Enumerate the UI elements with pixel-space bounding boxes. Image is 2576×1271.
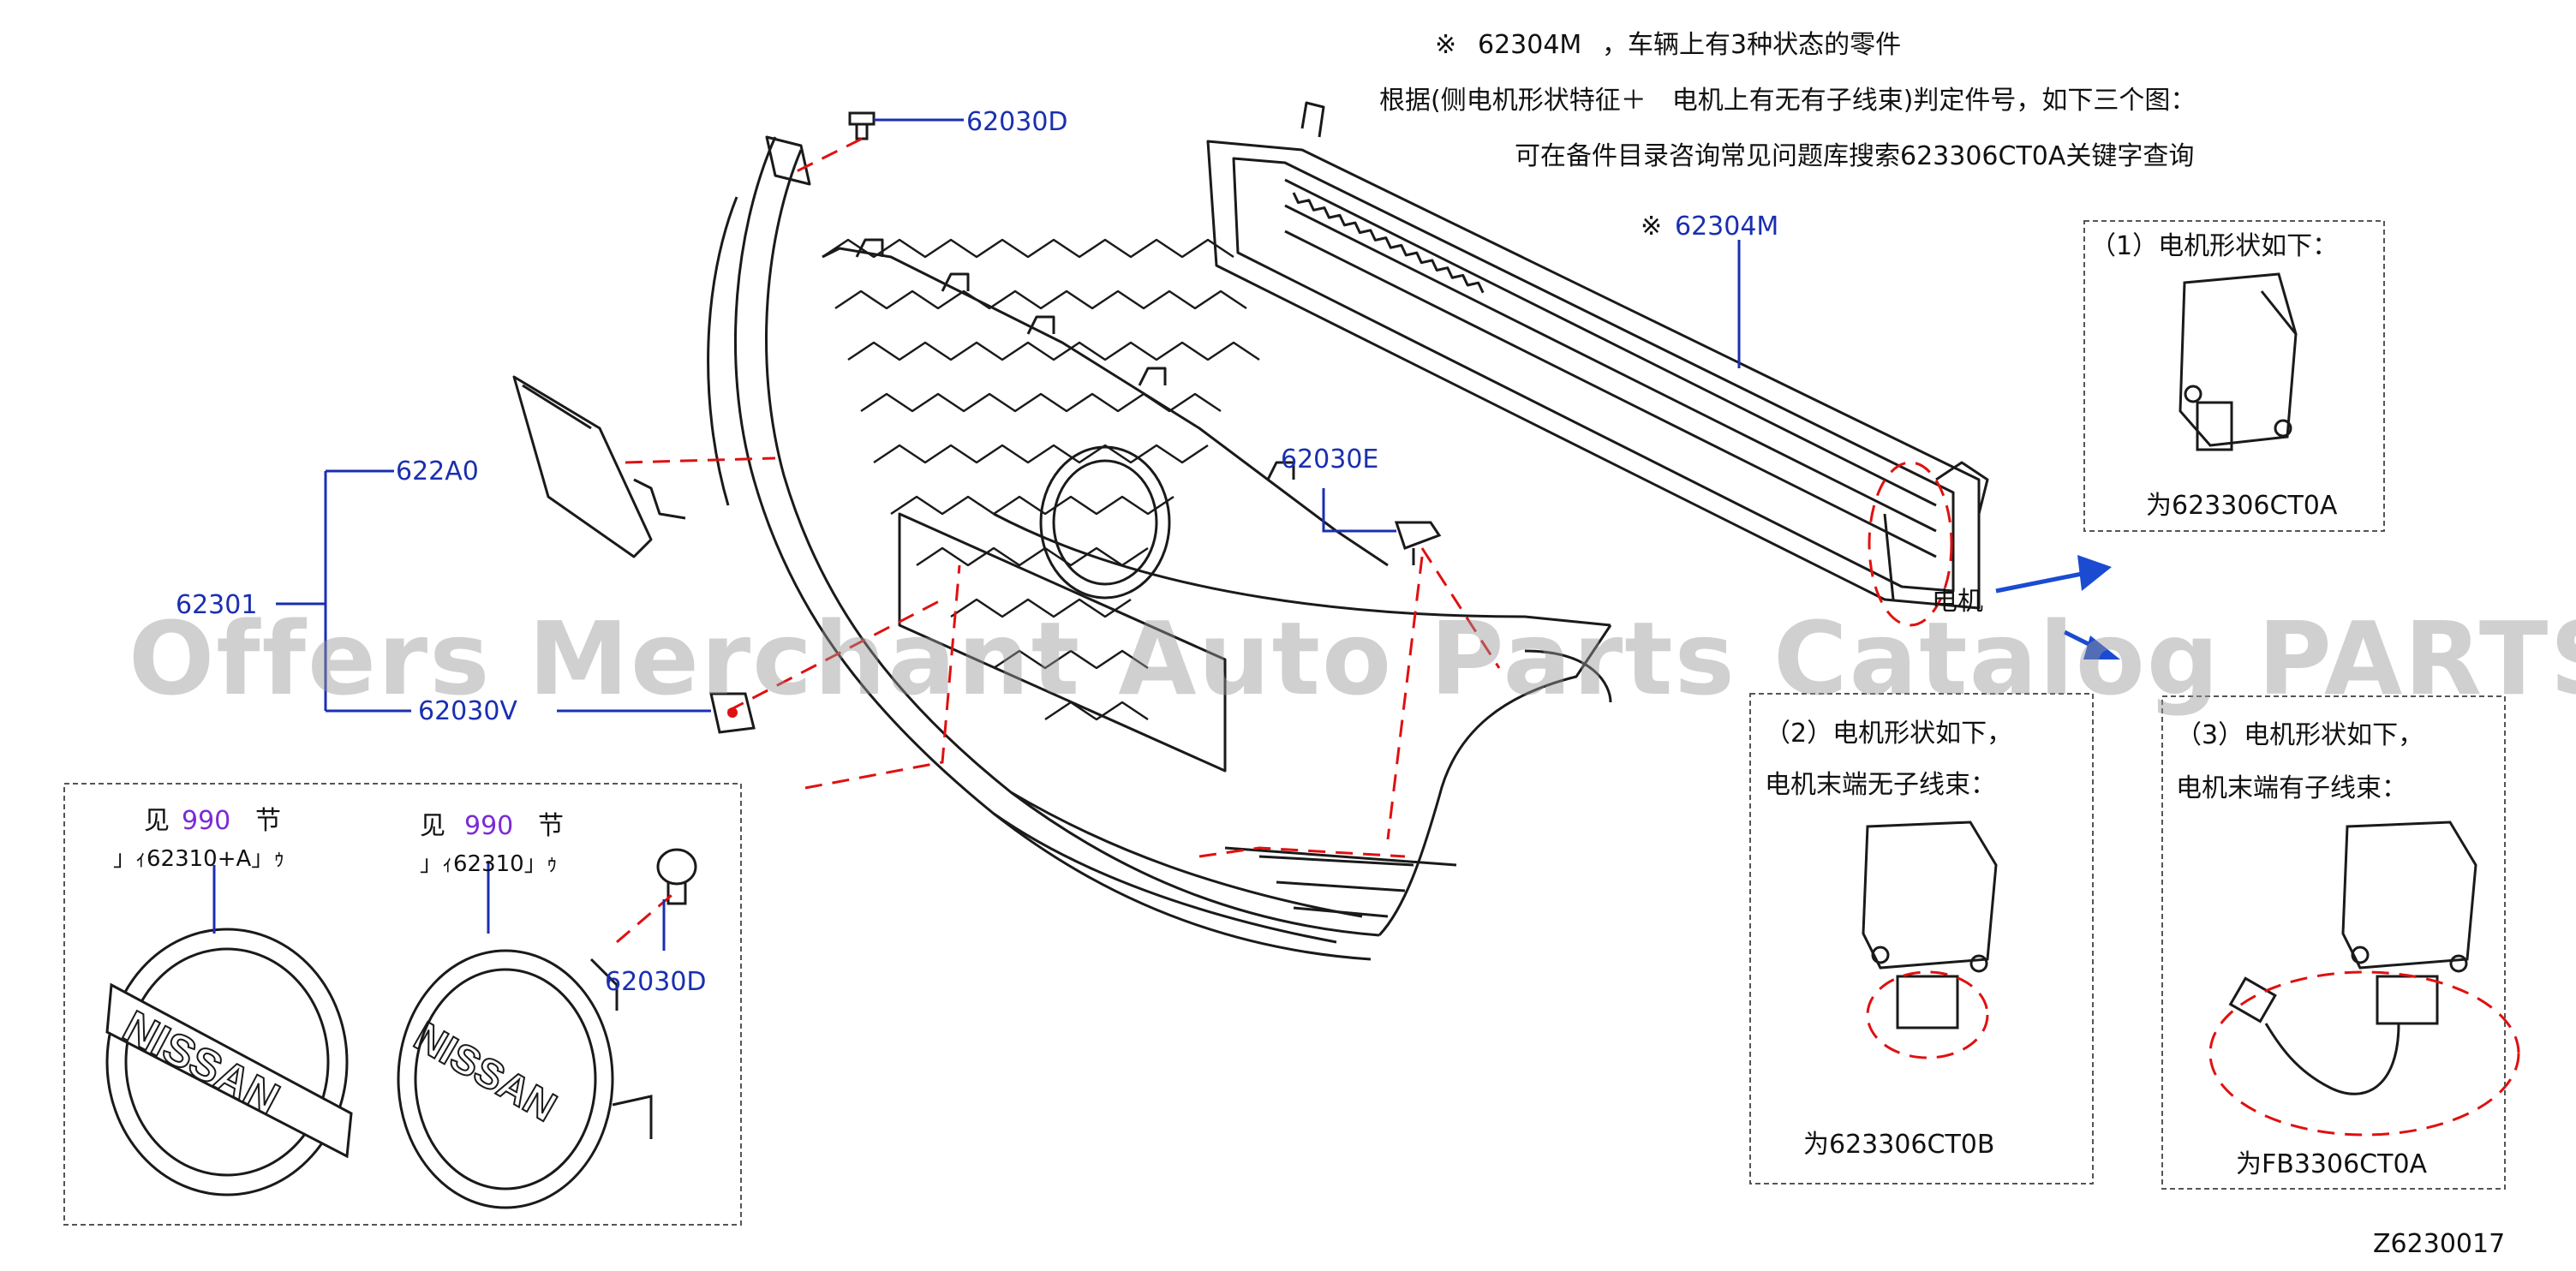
see-section-1: 见 — [144, 806, 170, 836]
emblem-ref-1: 」ｨ62310+A」ｩ — [113, 846, 285, 872]
motor-box-2-part: 为623306CT0B — [1803, 1130, 1995, 1160]
motor-arrows — [1995, 555, 2120, 659]
motor-box-2-subtitle: 电机末端无子线束： — [1765, 770, 1996, 800]
dashed-guides — [616, 137, 2520, 1137]
section-suffix-1: 节 — [255, 806, 281, 836]
emblem-ref-2: 」ｨ62310」ｩ — [420, 851, 558, 877]
front-grille — [707, 135, 1612, 961]
note-part-number: 62304M — [1478, 30, 1582, 60]
motor-label: 电机 — [1932, 587, 1983, 617]
section-number-2[interactable]: 990 — [464, 811, 514, 841]
motor-drawing-2 — [1862, 820, 1998, 1029]
callout-62304M[interactable]: 62304M — [1675, 212, 1779, 242]
callout-ventilator-mark: ※ — [1641, 212, 1663, 242]
tow-hook-cover — [512, 375, 686, 558]
note-line-3: 可在备件目录咨询常见问题库搜索623306CT0A关键字查询 — [1515, 141, 2195, 171]
callout-62030D-emblem[interactable]: 62030D — [605, 967, 707, 997]
motor-box-1-part: 为623306CT0A — [2146, 491, 2338, 521]
callout-622A0[interactable]: 622A0 — [396, 456, 479, 486]
section-number-1[interactable]: 990 — [182, 806, 231, 836]
motor-box-1-title: （1）电机形状如下： — [2090, 231, 2339, 261]
motor-box-3-title: （3）电机形状如下， — [2176, 720, 2424, 750]
emblem-left — [105, 928, 353, 1196]
clip-62030D-top — [848, 111, 876, 140]
section-suffix-2: 节 — [538, 811, 564, 841]
motor-box-3-part: 为FB3306CT0A — [2236, 1149, 2428, 1179]
callout-62030V[interactable]: 62030V — [418, 696, 517, 726]
clip-62030E — [1394, 521, 1442, 565]
motor-drawing-3 — [2228, 820, 2477, 1095]
callout-62030E[interactable]: 62030E — [1281, 445, 1379, 474]
callout-leaders — [212, 118, 1741, 951]
diagram-code: Z6230017 — [2373, 1229, 2506, 1259]
emblem-left-logo: NISSAN — [115, 1001, 287, 1124]
callout-62030D-top[interactable]: 62030D — [966, 107, 1068, 137]
emblem-right — [397, 949, 653, 1209]
emblem-right-logo: NISSAN — [407, 1014, 565, 1131]
motor-box-2-title: （2）电机形状如下， — [1765, 719, 2013, 749]
emblem-clip — [656, 848, 697, 905]
note-line-1: ，车辆上有3种状态的零件 — [1602, 30, 1902, 60]
motor-box-3-subtitle: 电机末端有子线束： — [2176, 773, 2407, 803]
callout-62301[interactable]: 62301 — [176, 590, 258, 620]
note-line-2: 根据(侧电机形状特征＋ 电机上有无有子线束)判定件号，如下三个图： — [1379, 86, 2196, 116]
active-grille-shutter — [1206, 101, 1989, 610]
watermark: Offers Merchant Auto Parts Catalog PARTS… — [129, 600, 2576, 718]
motor-drawing-1 — [2179, 272, 2298, 451]
note-mark: ※ — [1435, 30, 1457, 60]
panel-borders — [63, 220, 2506, 1226]
see-section-2: 见 — [420, 811, 445, 841]
